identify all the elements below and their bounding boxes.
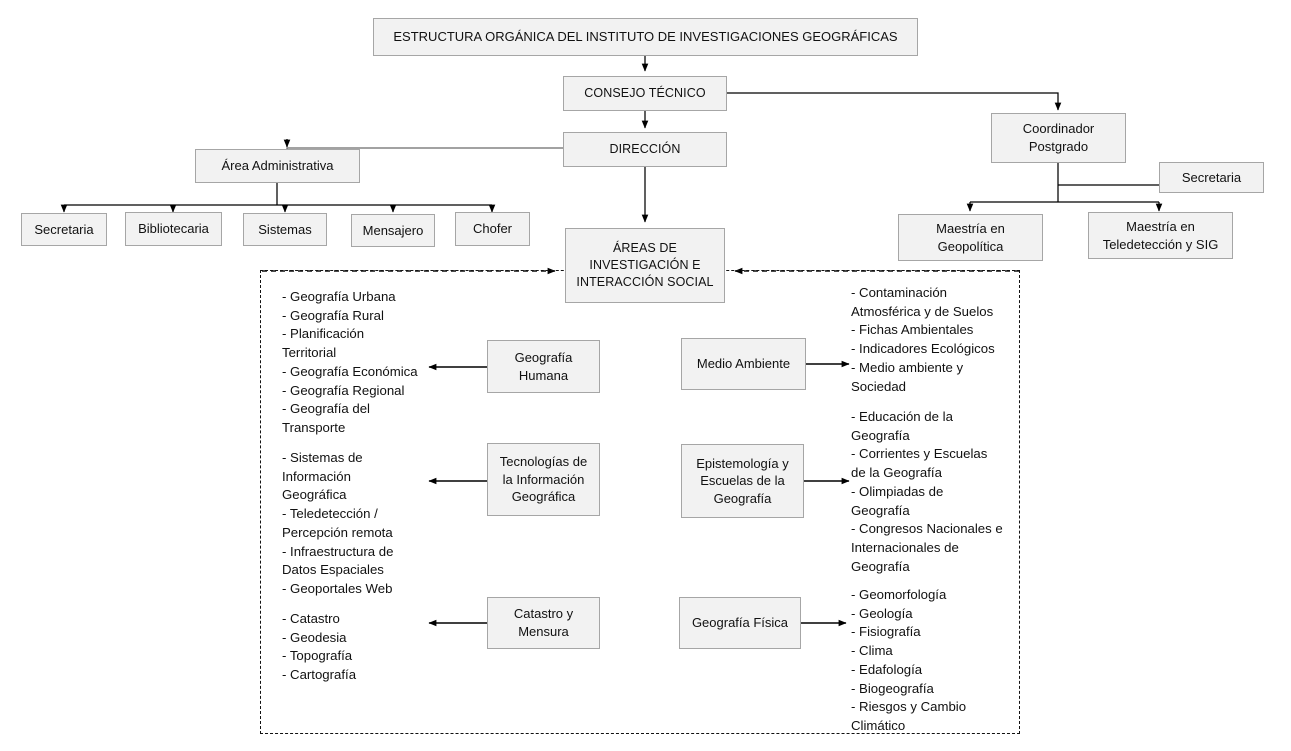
node-admin-unit-3[interactable]: Mensajero	[351, 214, 435, 247]
node-research-area-medio-ambiente[interactable]: Medio Ambiente	[681, 338, 806, 390]
topic-list-tecnologias-informacion-geografica: - Sistemas de Información Geográfica - T…	[282, 450, 394, 597]
topic-list-medio-ambiente: - Contaminación Atmosférica y de Suelos …	[851, 285, 995, 394]
topic-list-geografia-humana: - Geografía Urbana - Geografía Rural - P…	[282, 289, 418, 436]
node-area-administrativa[interactable]: Área Administrativa	[195, 149, 360, 183]
node-consejo-tecnico[interactable]: CONSEJO TÉCNICO	[563, 76, 727, 111]
node-research-area-geografia-humana[interactable]: Geografía Humana	[487, 340, 600, 393]
topic-list-geografia-fisica: - Geomorfología - Geología - Fisiografía…	[851, 587, 967, 734]
node-maestria-geopolitica[interactable]: Maestría en Geopolítica	[898, 214, 1043, 261]
topic-list-epistemologia-escuelas-geografia: - Educación de la Geografía - Corrientes…	[851, 409, 1003, 574]
node-research-area-epistemologia-escuelas-geografia[interactable]: Epistemología y Escuelas de la Geografía	[681, 444, 804, 518]
node-research-area-geografia-fisica[interactable]: Geografía Física	[679, 597, 801, 649]
node-areas-investigacion[interactable]: ÁREAS DE INVESTIGACIÓN E INTERACCIÓN SOC…	[565, 228, 725, 303]
node-title-institute[interactable]: ESTRUCTURA ORGÁNICA DEL INSTITUTO DE INV…	[373, 18, 918, 56]
node-direccion[interactable]: DIRECCIÓN	[563, 132, 727, 167]
node-admin-unit-0[interactable]: Secretaria	[21, 213, 107, 246]
node-admin-unit-4[interactable]: Chofer	[455, 212, 530, 246]
topic-list-catastro-y-mensura: - Catastro - Geodesia - Topografía - Car…	[282, 611, 357, 683]
node-admin-unit-1[interactable]: Bibliotecaria	[125, 212, 222, 246]
node-research-area-catastro-y-mensura[interactable]: Catastro y Mensura	[487, 597, 600, 649]
node-admin-unit-2[interactable]: Sistemas	[243, 213, 327, 246]
node-maestria-teledeteccion[interactable]: Maestría en Teledetección y SIG	[1088, 212, 1233, 259]
node-coordinador-postgrado[interactable]: Coordinador Postgrado	[991, 113, 1126, 163]
node-research-area-tecnologias-informacion-geografica[interactable]: Tecnologías de la Información Geográfica	[487, 443, 600, 516]
node-secretaria-postgrado[interactable]: Secretaria	[1159, 162, 1264, 193]
